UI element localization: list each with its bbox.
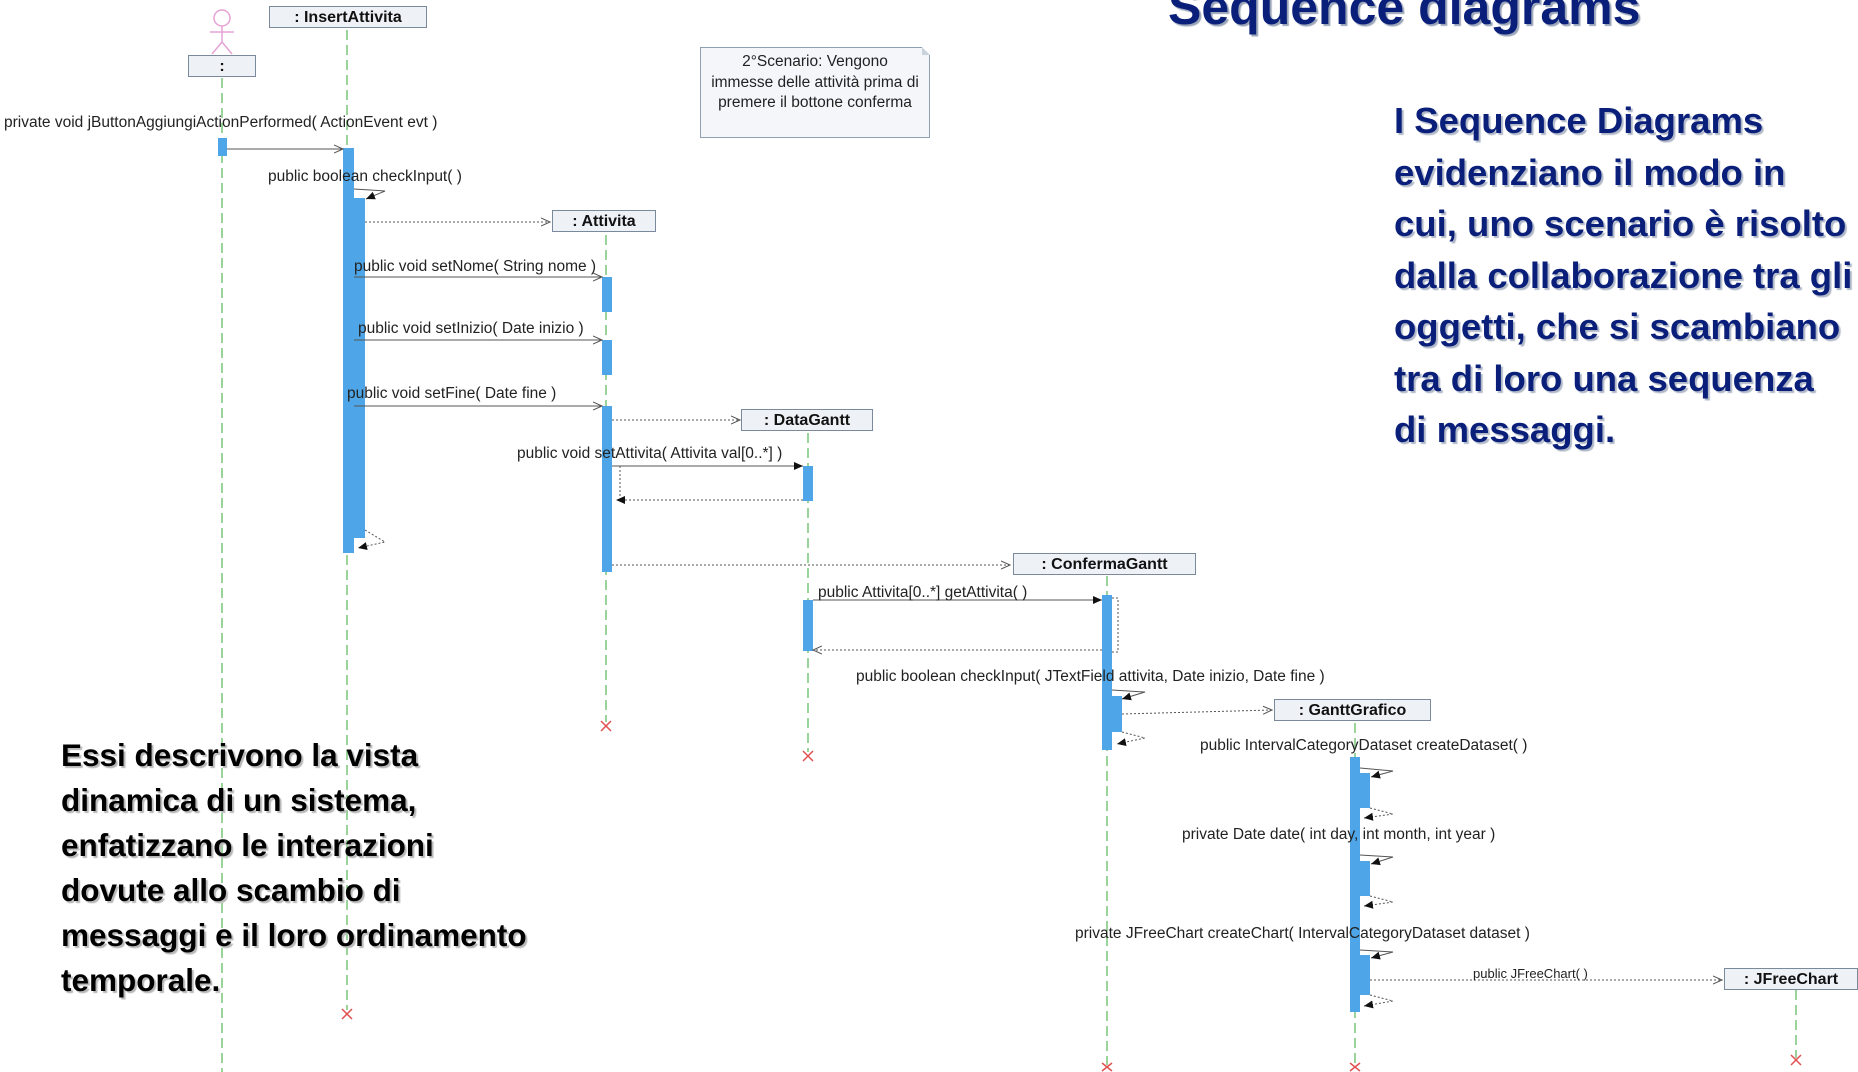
object-actor: : [188, 55, 256, 77]
activation-grafico-dataset [1360, 773, 1370, 808]
destroy-data-gantt [802, 750, 814, 762]
object-gantt-grafico: : GanttGrafico [1274, 699, 1431, 721]
activation-datagantt-getattivita [803, 600, 813, 651]
object-conferma-gantt: : ConfermaGantt [1013, 553, 1196, 575]
self-call-date [1359, 854, 1394, 866]
activation-bars [218, 138, 1370, 1012]
self-call-checkinput [353, 188, 386, 200]
self-calls [353, 188, 1394, 1009]
activation-grafico-date [1360, 861, 1370, 896]
destroy-conferma-gantt [1101, 1062, 1113, 1072]
create-arrows [365, 222, 1272, 714]
arrow-create-ganttgrafico [1121, 710, 1272, 714]
scenario-note-text: 2°Scenario: Vengono immesse delle attivi… [711, 53, 919, 111]
object-attivita: : Attivita [552, 210, 656, 232]
activation-attivita-setinizio [602, 340, 612, 375]
activation-conferma-main [1102, 595, 1112, 750]
self-return-checkinput [357, 529, 387, 550]
self-return-createdataset [1363, 807, 1394, 821]
description-left: Essi descrivono la vista dinamica di un … [61, 737, 527, 998]
message-jfreechart-constructor: public JFreeChart( ) [1473, 966, 1588, 981]
self-return-createchart [1363, 994, 1394, 1009]
message-createchart: private JFreeChart createChart( Interval… [1075, 925, 1530, 942]
activation-grafico-main [1350, 757, 1360, 1012]
destroy-markers [341, 720, 1802, 1072]
return-arrows [616, 496, 1102, 650]
self-call-createchart [1359, 949, 1394, 960]
call-arrows [227, 149, 1722, 980]
self-return-attivita [612, 465, 621, 498]
object-data-gantt: : DataGantt [741, 409, 873, 431]
activation-conferma-check [1112, 696, 1122, 732]
message-setnome: public void setNome( String nome ) [354, 258, 597, 275]
actor-figure [210, 9, 234, 55]
description-right: I Sequence Diagrams evidenziano il modo … [1394, 100, 1853, 450]
activation-grafico-chart [1360, 955, 1370, 995]
message-checkinput-params: public boolean checkInput( JTextField at… [856, 668, 1325, 685]
message-getattivita: public Attivita[0..*] getAttivita( ) [818, 584, 1028, 601]
message-setattivita: public void setAttivita( Attivita val[0.… [517, 445, 783, 462]
self-return-checkinput2 [1116, 731, 1146, 747]
activation-insert-check [354, 198, 365, 538]
note-corner [922, 47, 930, 55]
self-call-createdataset [1359, 767, 1394, 779]
destroy-attivita [600, 720, 612, 732]
self-frame-conferma [1112, 597, 1119, 653]
destroy-insert-attivita [341, 1008, 353, 1020]
object-jfree-chart: : JFreeChart [1724, 968, 1858, 990]
message-createdataset: public IntervalCategoryDataset createDat… [1200, 737, 1528, 754]
activation-attivita-setnome [602, 277, 612, 312]
scenario-note: 2°Scenario: Vengono immesse delle attivi… [700, 47, 930, 138]
activation-insert-main [343, 148, 354, 553]
activation-attivita-setfine [602, 406, 612, 572]
activation-datagantt-setattivita [803, 466, 813, 501]
object-insert-attivita: : InsertAttivita [269, 6, 427, 28]
page-title: Sequence diagrams [1168, 0, 1641, 35]
activation-actor [218, 138, 227, 156]
message-jbutton-action: private void jButtonAggiungiActionPerfor… [4, 114, 438, 131]
message-setinizio: public void setInizio( Date inizio ) [358, 320, 584, 337]
message-date: private Date date( int day, int month, i… [1182, 826, 1496, 843]
self-call-checkinput2 [1111, 689, 1146, 701]
message-checkinput: public boolean checkInput( ) [268, 168, 462, 185]
self-return-date [1363, 895, 1394, 909]
destroy-jfree-chart [1790, 1054, 1802, 1066]
message-setfine: public void setFine( Date fine ) [347, 385, 557, 402]
destroy-gantt-grafico [1349, 1062, 1361, 1072]
